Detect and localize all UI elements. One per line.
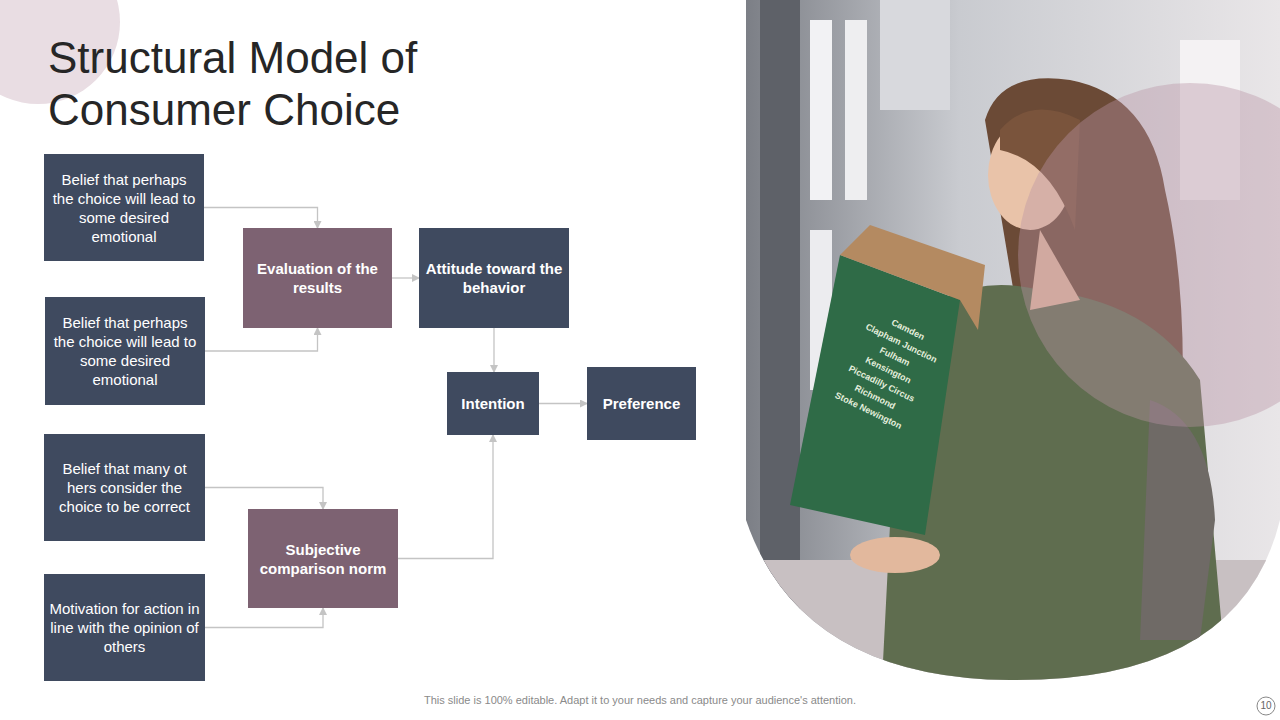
flow-connector bbox=[204, 208, 318, 229]
flow-connector bbox=[205, 488, 323, 510]
box-text: Belief that perhaps the choice will lead… bbox=[50, 313, 200, 389]
norm-box: Subjective comparison norm bbox=[248, 509, 398, 608]
box-text: Intention bbox=[461, 394, 524, 413]
flow-connector bbox=[205, 328, 318, 351]
slide-title: Structural Model of Consumer Choice bbox=[48, 32, 518, 136]
belief-box: Belief that perhaps the choice will lead… bbox=[44, 154, 204, 261]
box-text: Belief that many ot hers consider the ch… bbox=[49, 459, 200, 516]
flow-connector bbox=[539, 403, 587, 404]
intention-box: Intention bbox=[447, 372, 539, 435]
belief-box: Belief that many ot hers consider the ch… bbox=[44, 434, 205, 541]
box-text: Subjective comparison norm bbox=[253, 540, 393, 578]
flow-connector bbox=[398, 435, 493, 559]
attitude-box: Attitude toward the behavior bbox=[419, 228, 569, 328]
footer-note: This slide is 100% editable. Adapt it to… bbox=[240, 693, 1040, 707]
evaluation-box: Evaluation of the results bbox=[243, 228, 392, 328]
box-text: Preference bbox=[603, 394, 681, 413]
box-text: Attitude toward the behavior bbox=[424, 259, 564, 297]
preference-box: Preference bbox=[587, 367, 696, 440]
motivation-box: Motivation for action in line with the o… bbox=[44, 574, 205, 681]
box-text: Evaluation of the results bbox=[248, 259, 387, 297]
flow-connector bbox=[205, 608, 323, 628]
flow-connector bbox=[392, 277, 419, 278]
flow-connector bbox=[493, 328, 494, 372]
photo bbox=[746, 0, 1280, 720]
page-number: 10 bbox=[1254, 699, 1278, 713]
belief-box: Belief that perhaps the choice will lead… bbox=[45, 297, 205, 405]
box-text: Motivation for action in line with the o… bbox=[49, 599, 200, 656]
box-text: Belief that perhaps the choice will lead… bbox=[49, 170, 199, 246]
bag-print: CamdenClapham JunctionFulhamKensingtonPi… bbox=[802, 293, 974, 449]
